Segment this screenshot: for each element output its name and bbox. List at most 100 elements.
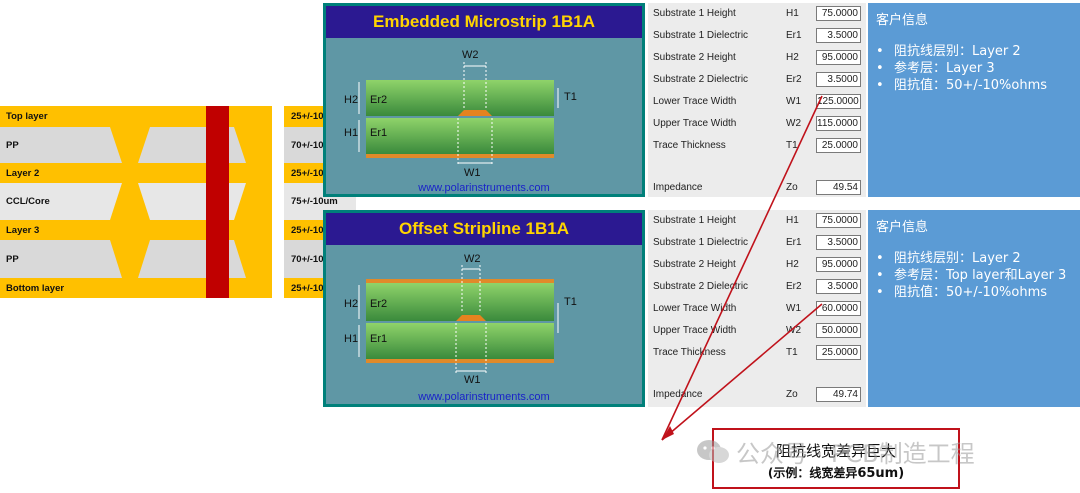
layer-name: PP — [6, 253, 19, 265]
via-barrel — [206, 106, 229, 298]
param-symbol: W1 — [786, 96, 801, 107]
model1-title: Embedded Microstrip 1B1A — [326, 6, 642, 38]
t1-label: T1 — [564, 91, 577, 103]
callout-line1: 阻抗线宽差异巨大 — [775, 442, 896, 460]
param-value-field[interactable]: 3.5000 — [816, 28, 861, 43]
signal-trace — [458, 110, 492, 116]
substrate-2 — [366, 80, 554, 116]
stackup-layer-bottom: Bottom layer — [0, 278, 272, 298]
info-item-text: 阻抗线层别：Layer 2 — [894, 251, 1021, 266]
param-label: Lower Trace Width — [653, 96, 737, 107]
param-row: Substrate 2 Height H2 95.0000 — [648, 50, 866, 68]
arrow-head — [662, 426, 674, 440]
via-copper-right-bottom — [234, 240, 272, 278]
param-value-field[interactable]: 50.0000 — [816, 323, 861, 338]
param-symbol: W2 — [786, 325, 801, 336]
impedance-label: Impedance — [653, 182, 703, 193]
param-value-field[interactable]: 3.5000 — [816, 279, 861, 294]
param-label: Substrate 1 Height — [653, 215, 736, 226]
stripline-cross-section: Er2 Er1 H2 H1 W2 W1 T1 — [344, 253, 577, 386]
param-value-field[interactable]: 95.0000 — [816, 257, 861, 272]
signal-trace — [456, 315, 486, 321]
via-copper-top — [110, 127, 150, 163]
param-label: Substrate 1 Dielectric — [653, 237, 749, 248]
param-label: Upper Trace Width — [653, 118, 737, 129]
param-symbol: Er2 — [786, 281, 802, 292]
via-copper-inner-bottom — [110, 240, 150, 278]
layer-name: PP — [6, 139, 19, 151]
param-row: Lower Trace Width W1 125.0000 — [648, 94, 866, 112]
stackup-layer-top: Top layer — [0, 106, 272, 127]
w1-label: W1 — [464, 374, 481, 386]
h1-label: H1 — [344, 127, 358, 139]
stackup-layer-l2: Layer 2 — [0, 163, 272, 183]
impedance-row: Impedance Zo 49.74 — [648, 387, 866, 405]
info-item: •参考层：Top layer和Layer 3 — [876, 268, 1067, 283]
param-value-field[interactable]: 3.5000 — [816, 235, 861, 250]
impedance-result-field: 49.74 — [816, 387, 861, 402]
impedance-symbol: Zo — [786, 182, 798, 193]
param-symbol: Er1 — [786, 237, 802, 248]
top-ground-plane — [366, 279, 554, 283]
info-item: •阻抗线层别：Layer 2 — [876, 44, 1021, 59]
param-symbol: H2 — [786, 259, 799, 270]
customer-info-list: •阻抗线层别：Layer 2 •参考层：Top layer和Layer 3 •阻… — [876, 250, 1066, 301]
param-value-field[interactable]: 25.0000 — [816, 138, 861, 153]
h2-label: H2 — [344, 298, 358, 310]
param-symbol: H2 — [786, 52, 799, 63]
param-label: Substrate 2 Dielectric — [653, 281, 749, 292]
param-value-field[interactable]: 3.5000 — [816, 72, 861, 87]
param-symbol: T1 — [786, 140, 798, 151]
thickness-value: 70+/-10um — [291, 139, 338, 151]
param-row: Substrate 1 Dielectric Er1 3.5000 — [648, 235, 866, 253]
param-label: Trace Thickness — [653, 347, 726, 358]
callout-line2-prefix: (示例：线宽差异 — [767, 466, 858, 480]
impedance-symbol: Zo — [786, 389, 798, 400]
param-symbol: W2 — [786, 118, 801, 129]
info-item-text: 阻抗线层别：Layer 2 — [894, 44, 1021, 59]
substrate-1 — [366, 323, 554, 359]
model2-url: www.polarinstruments.com — [418, 391, 550, 403]
param-label: Substrate 2 Height — [653, 52, 736, 63]
layer-name: Bottom layer — [6, 282, 65, 294]
param-symbol: T1 — [786, 347, 798, 358]
substrate-1 — [366, 118, 554, 154]
layer-name: CCL/Core — [6, 196, 50, 207]
width-difference-callout: 阻抗线宽差异巨大 (示例：线宽差异65um) — [712, 428, 960, 489]
param-value-field[interactable]: 95.0000 — [816, 50, 861, 65]
model1-diagram: Er2 Er1 H2 H1 W2 W1 T1 www.polarinstrume… — [326, 38, 642, 194]
model2-panel: Offset Stripline 1B1A Er2 Er1 H2 H1 W2 W… — [323, 210, 645, 407]
via-drawing — [110, 106, 272, 298]
via-copper-right-mid — [234, 183, 272, 220]
impedance-label: Impedance — [653, 389, 703, 400]
param-value-field[interactable]: 60.0000 — [816, 301, 861, 316]
param-label: Upper Trace Width — [653, 325, 737, 336]
info-item: •阻抗值：50+/-10%ohms — [876, 78, 1048, 93]
param-value-field[interactable]: 25.0000 — [816, 345, 861, 360]
er2-label: Er2 — [370, 94, 387, 106]
w2-label: W2 — [464, 253, 481, 265]
info-item-text: 参考层：Layer 3 — [894, 61, 995, 76]
param-value-field[interactable]: 75.0000 — [816, 213, 861, 228]
er1-label: Er1 — [370, 333, 387, 345]
param-row: Trace Thickness T1 25.0000 — [648, 345, 866, 363]
thickness-value: 25+/-10um — [291, 282, 338, 294]
h2-label: H2 — [344, 94, 358, 106]
param-value-field[interactable]: 115.0000 — [816, 116, 861, 131]
er1-label: Er1 — [370, 127, 387, 139]
info-item: •阻抗值：50+/-10%ohms — [876, 285, 1048, 300]
param-value-field[interactable]: 125.0000 — [816, 94, 861, 109]
h1-label: H1 — [344, 333, 358, 345]
info-item-text: 阻抗值：50+/-10%ohms — [894, 78, 1048, 93]
thickness-value: 25+/-10um — [291, 111, 338, 122]
param-symbol: Er1 — [786, 30, 802, 41]
param-value-field[interactable]: 75.0000 — [816, 6, 861, 21]
